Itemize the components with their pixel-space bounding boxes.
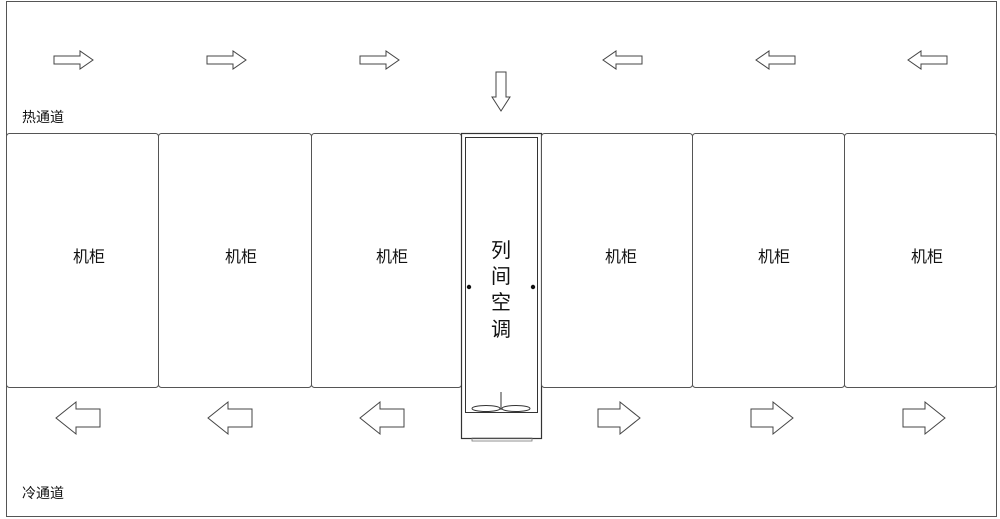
cabinet-5: 机柜	[692, 133, 845, 388]
ac-mount-dot	[466, 284, 472, 290]
cabinet-6: 机柜	[844, 133, 997, 388]
cabinet-label: 机柜	[911, 247, 943, 266]
left-arrow-icon	[755, 50, 796, 70]
cabinet-2: 机柜	[158, 133, 312, 388]
ac-mount-dot	[530, 284, 536, 290]
svg-text:空: 空	[491, 290, 511, 314]
hot-aisle-label: 热通道	[22, 110, 64, 126]
cold-aisle-arrows	[55, 400, 946, 436]
right-arrow-icon	[359, 50, 400, 70]
left-arrow-icon	[55, 400, 101, 436]
ac-unit-label: 列 间 空 调	[491, 238, 511, 341]
svg-text:列: 列	[491, 238, 511, 262]
hot-aisle-arrows	[53, 50, 948, 70]
cabinet-label: 机柜	[758, 247, 790, 266]
in-row-ac-unit: 列 间 空 调	[460, 132, 543, 442]
fan-icon	[471, 392, 531, 412]
cabinet-label: 机柜	[225, 247, 257, 266]
svg-text:间: 间	[491, 264, 511, 288]
cabinet-label: 机柜	[376, 247, 408, 266]
down-arrow-icon	[491, 71, 511, 112]
cabinet-3: 机柜	[311, 133, 462, 388]
left-arrow-icon	[907, 50, 948, 70]
svg-text:调: 调	[491, 317, 511, 341]
left-arrow-icon	[602, 50, 643, 70]
cold-aisle-label: 冷通道	[22, 486, 64, 502]
cabinet-4: 机柜	[541, 133, 693, 388]
left-arrow-icon	[207, 400, 253, 436]
right-arrow-icon	[902, 400, 946, 436]
right-arrow-icon	[53, 50, 94, 70]
right-arrow-icon	[750, 400, 794, 436]
left-arrow-icon	[359, 400, 405, 436]
right-arrow-icon	[597, 400, 641, 436]
cabinet-label: 机柜	[605, 247, 637, 266]
right-arrow-icon	[206, 50, 247, 70]
cabinet-1: 机柜	[6, 133, 159, 388]
cabinet-label: 机柜	[73, 247, 105, 266]
